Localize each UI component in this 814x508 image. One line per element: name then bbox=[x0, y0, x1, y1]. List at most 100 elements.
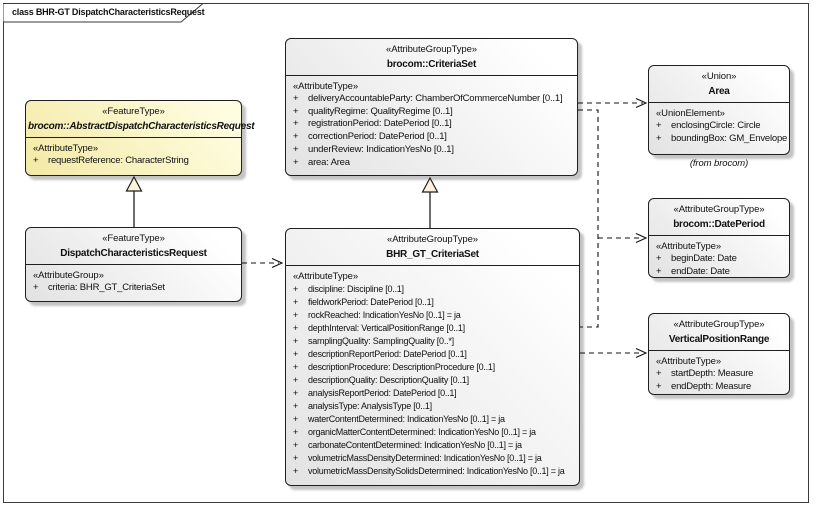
class-brocom-criteria-set[interactable]: «AttributeGroupType» brocom::CriteriaSet… bbox=[285, 38, 578, 176]
attribute-row[interactable]: +boundingBox: GM_Envelope bbox=[654, 133, 787, 146]
attribute-row[interactable]: +descriptionReportPeriod: DatePeriod [0.… bbox=[291, 348, 577, 361]
attribute-text: depthInterval: VerticalPositionRange [0.… bbox=[308, 323, 465, 333]
attribute-text: rockReached: IndicationYesNo [0..1] = ja bbox=[308, 310, 461, 320]
attribute-row[interactable]: +area: Area bbox=[291, 157, 575, 170]
class-header: «FeatureType» DispatchCharacteristicsReq… bbox=[26, 228, 241, 265]
visibility: + bbox=[293, 414, 299, 424]
compartment-stereotype: «AttributeType» bbox=[293, 81, 359, 92]
attribute-text: waterContentDetermined: IndicationYesNo … bbox=[308, 414, 505, 424]
visibility: + bbox=[656, 368, 662, 379]
attribute-row[interactable]: +volumetricMassDensityDetermined: Indica… bbox=[291, 452, 577, 465]
attribute-row[interactable]: +samplingQuality: SamplingQuality [0..*] bbox=[291, 335, 577, 348]
class-brocom-date-period[interactable]: «AttributeGroupType» brocom::DatePeriod … bbox=[648, 198, 790, 278]
class-stereotype: «FeatureType» bbox=[102, 106, 165, 117]
attribute-row[interactable]: +registrationPeriod: DatePeriod [0..1] bbox=[291, 118, 575, 131]
attribute-text: underReview: IndicationYesNo [0..1] bbox=[308, 143, 454, 155]
class-header: «FeatureType» brocom::AbstractDispatchCh… bbox=[26, 101, 255, 138]
visibility: + bbox=[293, 323, 299, 333]
attribute-row[interactable]: + beginDate: Date bbox=[654, 253, 787, 266]
visibility: + bbox=[656, 253, 662, 264]
visibility: + bbox=[293, 440, 299, 450]
class-name: VerticalPositionRange bbox=[668, 334, 770, 345]
attribute-row[interactable]: +descriptionQuality: DescriptionQuality … bbox=[291, 374, 577, 387]
class-area-union[interactable]: «Union» Area «UnionElement» +enclosingCi… bbox=[648, 65, 790, 155]
compartment-stereotype: «AttributeType» bbox=[293, 271, 359, 282]
compartment-stereotype: «AttributeType» bbox=[656, 241, 722, 252]
attribute-text: samplingQuality: SamplingQuality [0..*] bbox=[308, 336, 454, 346]
attribute-row[interactable]: +correctionPeriod: DatePeriod [0..1] bbox=[291, 131, 575, 144]
diagram-frame bbox=[3, 3, 809, 503]
class-stereotype: «AttributeGroupType» bbox=[673, 204, 765, 215]
visibility: + bbox=[656, 120, 662, 131]
attribute-row[interactable]: + enclosingCircle: Circle bbox=[654, 120, 787, 133]
class-stereotype: «FeatureType» bbox=[102, 233, 165, 244]
attribute-row[interactable]: +endDate: Date bbox=[654, 266, 787, 279]
class-dispatch-characteristics-request[interactable]: «FeatureType» DispatchCharacteristicsReq… bbox=[25, 227, 242, 302]
class-bhr-gt-criteria-set[interactable]: «AttributeGroupType» BHR_GT_CriteriaSet … bbox=[285, 228, 580, 486]
visibility: + bbox=[33, 155, 39, 166]
attribute-row[interactable]: + underReview: IndicationYesNo [0..1] bbox=[291, 144, 575, 157]
visibility: + bbox=[293, 388, 299, 398]
attribute-row[interactable]: + waterContentDetermined: IndicationYesNo… bbox=[291, 413, 577, 426]
visibility: + bbox=[293, 143, 299, 155]
attribute-row[interactable]: +discipline: Discipline [0..1] bbox=[291, 283, 577, 296]
visibility: + bbox=[293, 362, 299, 372]
attribute-row[interactable]: +startDepth: Measure bbox=[654, 368, 787, 381]
attributes-compartment: «AttributeGroup» + criteria: BHR_GT_Crit… bbox=[26, 265, 241, 295]
attribute-text: qualityRegime: QualityRegime [0..1] bbox=[308, 105, 453, 117]
attribute-text: requestReference: CharacterString bbox=[48, 155, 189, 166]
attribute-row[interactable]: + carbonateContentDetermined: IndicationY… bbox=[291, 439, 577, 452]
class-stereotype: «AttributeGroupType» bbox=[673, 319, 765, 330]
diagram-title: class BHR-GT DispatchCharacteristicsRequ… bbox=[12, 7, 205, 17]
attribute-row[interactable]: + criteria: BHR_GT_CriteriaSet bbox=[31, 282, 239, 295]
attribute-text: analysisReportPeriod: DatePeriod [0..1] bbox=[308, 388, 457, 398]
class-stereotype: «Union» bbox=[701, 71, 737, 82]
class-vertical-position-range[interactable]: «AttributeGroupType» VerticalPositionRan… bbox=[648, 313, 790, 395]
visibility: + bbox=[293, 401, 299, 411]
attribute-row[interactable]: + descriptionProcedure: DescriptionProced… bbox=[291, 361, 577, 374]
attribute-row[interactable]: +qualityRegime: QualityRegime [0..1] bbox=[291, 106, 575, 119]
class-header: «AttributeGroupType» brocom::CriteriaSet bbox=[286, 39, 577, 76]
class-name: brocom::DatePeriod bbox=[673, 219, 765, 230]
attribute-row[interactable]: +analysisType: AnalysisType [0..1] bbox=[291, 400, 577, 413]
class-abstract-dispatch-characteristics-request[interactable]: «FeatureType» brocom::AbstractDispatchCh… bbox=[25, 100, 255, 176]
class-header: «AttributeGroupType» brocom::DatePeriod bbox=[649, 199, 789, 236]
attribute-row[interactable]: +organicMatterContentDetermined: Indicat… bbox=[291, 426, 577, 439]
attributes-compartment: «AttributeType» + beginDate: Date +endDat… bbox=[649, 236, 789, 278]
visibility: + bbox=[293, 466, 299, 476]
class-name: brocom::AbstractDispatchCharacteristicsR… bbox=[28, 121, 255, 132]
visibility: + bbox=[656, 380, 662, 392]
attribute-text: carbonateContentDetermined: IndicationYe… bbox=[308, 440, 522, 450]
attribute-row[interactable]: +fieldworkPeriod: DatePeriod [0..1] bbox=[291, 296, 577, 309]
attribute-text: fieldworkPeriod: DatePeriod [0..1] bbox=[308, 297, 434, 307]
class-stereotype: «AttributeGroupType» bbox=[386, 44, 477, 55]
attribute-row[interactable]: +volumetricMassDensitySolidsDetermined: … bbox=[291, 465, 577, 478]
attribute-text: descriptionProcedure: DescriptionProcedu… bbox=[308, 362, 495, 372]
attribute-text: criteria: BHR_GT_CriteriaSet bbox=[48, 282, 165, 293]
attribute-row[interactable]: + rockReached: IndicationYesNo [0..1] = j… bbox=[291, 309, 577, 322]
attributes-compartment: «AttributeType» + requestReference: Char… bbox=[26, 138, 241, 168]
attribute-text: endDepth: Measure bbox=[671, 380, 752, 392]
attributes-compartment: «AttributeType» +startDepth: Measure +en… bbox=[649, 351, 789, 393]
attribute-text: enclosingCircle: Circle bbox=[671, 120, 761, 131]
attributes-compartment: «UnionElement» +enclosingCircle: Circle … bbox=[649, 103, 789, 145]
attribute-row[interactable]: + requestReference: CharacterString bbox=[31, 155, 239, 168]
class-name: Area bbox=[708, 86, 730, 97]
class-name: DispatchCharacteristicsRequest bbox=[60, 248, 207, 259]
visibility: + bbox=[293, 453, 299, 463]
visibility: + bbox=[293, 131, 299, 143]
attribute-row[interactable]: +deliveryAccountableParty: ChamberOfComm… bbox=[291, 93, 575, 106]
attribute-row[interactable]: + depthInterval: VerticalPositionRange [0… bbox=[291, 322, 577, 335]
visibility: + bbox=[293, 310, 299, 320]
attribute-row[interactable]: + analysisReportPeriod: DatePeriod [0..1] bbox=[291, 387, 577, 400]
class-name: brocom::CriteriaSet bbox=[386, 59, 477, 70]
attribute-text: beginDate: Date bbox=[671, 253, 737, 264]
visibility: + bbox=[293, 375, 299, 385]
class-name: BHR_GT_CriteriaSet bbox=[386, 249, 479, 260]
class-stereotype: «AttributeGroupType» bbox=[387, 234, 478, 245]
visibility: + bbox=[293, 349, 299, 359]
visibility: + bbox=[293, 427, 299, 437]
attribute-row[interactable]: + endDepth: Measure bbox=[654, 381, 787, 394]
visibility: + bbox=[293, 93, 299, 104]
